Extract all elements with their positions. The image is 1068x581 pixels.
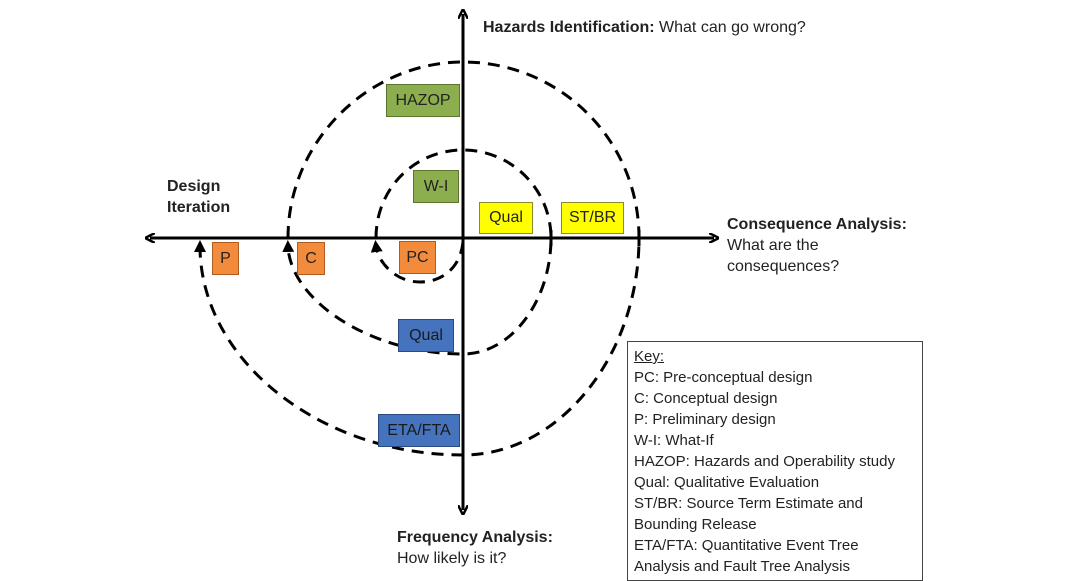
axis-subtitle-consequence-2: consequences? — [727, 258, 840, 275]
spiral-loop-inner — [370, 240, 465, 284]
box-qual-consequence: Qual — [479, 202, 533, 234]
axis-label-consequence: Consequence Analysis: What are the conse… — [727, 214, 907, 277]
legend-title: Key: — [634, 348, 665, 365]
legend-item: C: Conceptual design — [634, 390, 778, 407]
axis-subtitle-consequence-1: What are the — [727, 237, 819, 254]
axis-subtitle-frequency: How likely is it? — [397, 550, 507, 567]
axis-title-frequency: Frequency Analysis: — [397, 529, 553, 546]
axis-label-frequency: Frequency Analysis: How likely is it? — [397, 527, 553, 569]
box-preliminary: P — [212, 242, 239, 275]
axis-label-design-iteration: Design Iteration — [167, 176, 230, 218]
design-iteration-spiral — [194, 60, 641, 457]
legend-key: Key: PC: Pre-conceptual design C: Concep… — [627, 341, 923, 581]
legend-item: ST/BR: Source Term Estimate and — [634, 495, 863, 512]
box-what-if: W-I — [413, 170, 459, 203]
legend-item: W-I: What-If — [634, 432, 714, 449]
box-conceptual: C — [297, 242, 325, 275]
axis-title-iteration: Iteration — [167, 199, 231, 216]
axis-subtitle-hazards: What can go wrong? — [659, 19, 806, 36]
legend-item: HAZOP: Hazards and Operability study — [634, 453, 895, 470]
legend-item: PC: Pre-conceptual design — [634, 369, 813, 386]
spiral-loop-outer — [194, 60, 641, 457]
box-qual-frequency: Qual — [398, 319, 454, 352]
axis-title-consequence: Consequence Analysis: — [727, 216, 907, 233]
legend-item: Qual: Qualitative Evaluation — [634, 474, 820, 491]
axis-title-hazards: Hazards Identification: — [483, 19, 655, 36]
box-hazop: HAZOP — [386, 84, 460, 117]
axis-title-design: Design — [167, 178, 221, 195]
legend-item: ETA/FTA: Quantitative Event Tree — [634, 537, 859, 554]
legend-item: P: Preliminary design — [634, 411, 776, 428]
legend-item: Analysis and Fault Tree Analysis — [634, 558, 850, 575]
box-st-br: ST/BR — [561, 202, 624, 234]
box-pre-conceptual: PC — [399, 241, 436, 274]
legend-item: Bounding Release — [634, 516, 757, 533]
axis-label-hazards: Hazards Identification: What can go wron… — [483, 17, 806, 38]
box-eta-fta: ETA/FTA — [378, 414, 460, 447]
spiral-loop-middle — [282, 148, 553, 356]
